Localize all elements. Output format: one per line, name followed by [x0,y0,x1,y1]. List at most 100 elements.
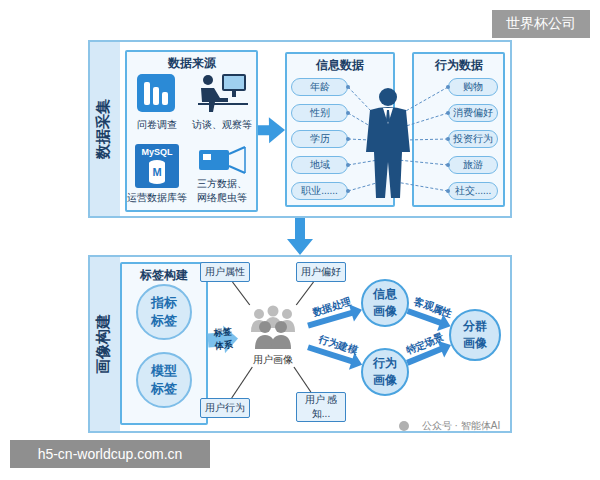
node-caption: 三方数据、网络爬虫等 [196,177,248,205]
tag-circle: 模型标签 [136,352,192,408]
crawler-icon [244,147,246,173]
tag-item-box: 社交...... [448,182,498,200]
section-band [90,42,120,431]
connector-shaft [294,367,311,392]
icon-text: MySQL [135,146,179,158]
tag-item-box: 学历 [291,130,348,148]
leader-line [348,113,370,126]
group-box: 行为数据购物消费偏好投资行为旅游社交...... [412,52,505,207]
node-title: 数据来源 [127,55,256,72]
node-title: 年龄 [310,80,330,94]
node-title: 用户 感知... [301,393,341,421]
attribute-box: 用户 感知... [296,392,346,422]
leader-line [348,87,448,191]
watermark: 世界杯公司 [492,10,590,38]
node-title: 地域 [310,158,330,172]
attribute-box: 用户偏好 [296,262,346,282]
user-group-icon [259,321,271,333]
node-title: 信息画像 [372,286,398,320]
interview-icon [198,103,248,105]
edge-label: 特定场景 [404,330,446,358]
survey-icon [153,87,159,105]
crawler-icon [229,147,245,154]
survey-icon [162,92,168,105]
survey-icon [137,74,175,112]
leader-line [406,139,448,140]
user-group-icon [265,317,281,328]
user-group-icon [279,320,295,332]
database-icon [149,178,165,184]
survey-icon [137,74,175,112]
node-caption: 访谈、观察等 [185,118,259,132]
node-caption: 问卷调查 [127,118,187,132]
node-title: 信息数据 [287,57,393,74]
attribute-box: 用户行为 [200,398,250,418]
tag-item-box: 地域 [291,156,348,174]
arrow-head [269,117,285,143]
person-figure [379,88,397,106]
attribute-box: 用户属性 [200,262,250,282]
user-group-icon [255,335,275,349]
section-band [90,257,120,431]
wechat-icon [399,421,409,431]
leader-line [348,160,378,165]
user-group-icon [251,320,267,332]
connector-shaft [232,367,253,398]
interview-icon [198,74,248,112]
node-title: 模型标签 [149,362,179,398]
person-figure [383,108,393,124]
leader-line [404,87,448,112]
connector-shaft [258,125,272,135]
node-title: 用户画像 [238,353,308,367]
interview-icon [201,88,228,112]
person-figure [366,88,410,198]
section-box: 数据采集数据来源问卷调查访谈、观察等运营数据库等三方数据、网络爬虫等信息数据年龄… [88,40,512,218]
survey-icon [144,82,150,105]
database-icon [149,160,165,166]
section-box: 画像构建标签构建指标标签模型标签用户属性用户偏好用户画像用户行为用户 感知...… [88,255,512,433]
database-icon [135,144,179,188]
leader-dot [346,85,350,89]
person-figure [366,107,410,198]
crawler-icon [199,150,229,170]
watermark: 公众号 · 智能体AI [411,419,511,433]
leader-line [396,182,448,191]
node-title: 消费偏好 [453,106,493,120]
node-title: 性别 [310,106,330,120]
connector-arrow [258,117,285,143]
portrait-circle: 信息画像 [361,279,409,327]
node-title: 用户偏好 [301,265,341,279]
edge-label: 行为建模 [317,333,359,359]
user-group-icon [275,321,287,333]
leader-line [348,182,380,191]
edge-label: 标签体系 [212,326,234,353]
tag-circle: 指标标签 [136,284,192,340]
edge-label: 客观属性 [412,295,454,322]
tag-item-box: 购物 [448,78,498,96]
node-title: 用户属性 [205,265,245,279]
database-icon [135,144,179,188]
interview-icon [203,75,213,85]
node-title: 标签构建 [122,267,206,284]
leader-dot [346,85,450,193]
leader-line [398,160,448,165]
node-title: 职业...... [301,184,338,198]
user-group-icon [268,306,279,317]
user-group-icon [271,335,291,349]
tag-item-box: 年龄 [291,78,348,96]
node-title: 社交...... [455,184,492,198]
icon-text: M [150,165,164,179]
database-icon [149,163,165,181]
leader-line [406,113,448,126]
connector-arrow [287,218,313,255]
node-title: 行为数据 [414,57,503,74]
group-box: 数据来源问卷调查访谈、观察等运营数据库等三方数据、网络爬虫等 [125,50,258,212]
leader-dot [346,163,350,167]
node-title: 旅游 [463,158,483,172]
leader-dot [346,111,350,115]
leader-line [348,139,370,140]
leader-line [348,87,372,112]
